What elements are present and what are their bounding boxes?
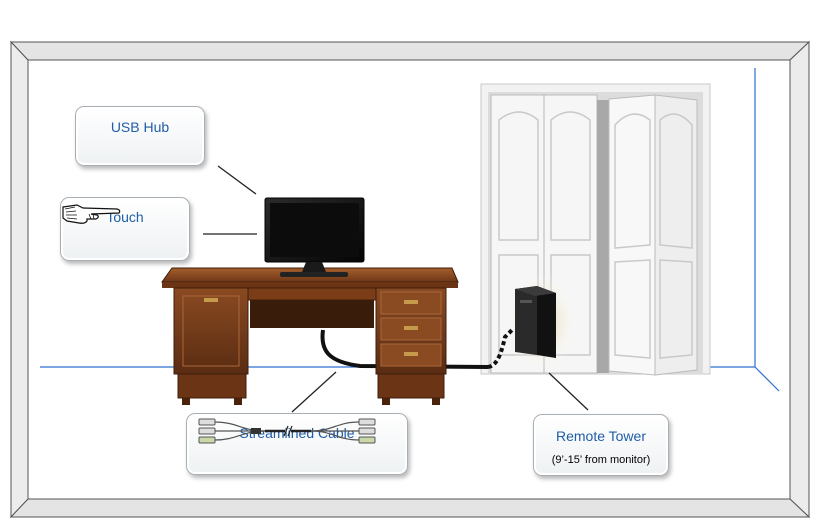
usb-cable-icon: [187, 416, 387, 446]
touch-callout: Touch: [60, 197, 190, 261]
pointing-hand-icon: [61, 201, 123, 225]
remote-tower: [504, 270, 578, 374]
remote-tower-label: Remote Tower: [534, 428, 668, 444]
remote-tower-callout: Remote Tower (9’-15’ from monitor): [533, 414, 669, 476]
usb-hub-label: USB Hub: [76, 119, 204, 135]
usb-hub-callout: USB Hub: [75, 106, 205, 166]
cable-callout: Streamlined Cable: [186, 413, 408, 475]
remote-tower-distance-note: (9’-15’ from monitor): [534, 454, 668, 466]
